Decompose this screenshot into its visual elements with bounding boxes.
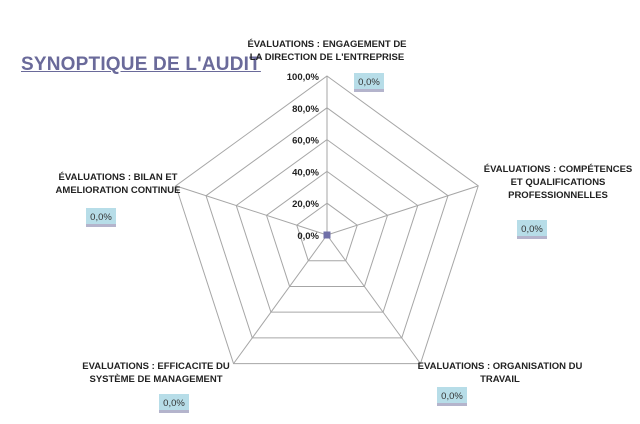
axis-spoke <box>233 234 328 364</box>
category-label: AMELIORATION CONTINUE <box>56 185 181 196</box>
grid-ring <box>235 138 419 313</box>
data-label: 0,0% <box>163 398 185 409</box>
axis-spoke <box>326 234 421 364</box>
category-label: ÉVALUATIONS : ENGAGEMENT DE <box>247 39 406 50</box>
grid-ring <box>175 75 479 365</box>
tick-label: 0,0% <box>297 231 319 242</box>
grid-ring <box>205 107 449 339</box>
grid-ring <box>265 170 389 287</box>
category-label: ÉVALUATIONS : BILAN ET <box>59 172 178 183</box>
category-label: EVALUATIONS : ORGANISATION DU <box>418 361 583 372</box>
tick-label: 20,0% <box>292 199 319 210</box>
data-label-box <box>159 394 189 410</box>
data-label-box <box>437 387 467 403</box>
category-label: ÉVALUATIONS : COMPÉTENCES <box>484 164 633 175</box>
category-label: ET QUALIFICATIONS <box>511 177 606 188</box>
data-point <box>323 231 331 239</box>
data-label-box <box>354 73 384 89</box>
category-label: SYSTÈME DE MANAGEMENT <box>89 374 222 385</box>
tick-label: 40,0% <box>292 167 319 178</box>
data-label: 0,0% <box>90 212 112 223</box>
tick-label: 100,0% <box>287 72 320 83</box>
data-label: 0,0% <box>358 77 380 88</box>
category-label: EVALUATIONS : EFFICACITE DU <box>82 361 230 372</box>
data-label-box <box>517 220 547 236</box>
axis-spoke <box>326 185 479 236</box>
chart-title: SYNOPTIQUE DE L'AUDIT <box>21 54 261 75</box>
data-label: 0,0% <box>521 224 543 235</box>
data-label-box <box>86 208 116 224</box>
category-label: LA DIRECTION DE L'ENTREPRISE <box>250 52 404 63</box>
tick-label: 60,0% <box>292 136 319 147</box>
grid-ring <box>296 202 358 262</box>
axis-spoke <box>175 185 328 236</box>
tick-label: 80,0% <box>292 104 319 115</box>
data-label: 0,0% <box>441 391 463 402</box>
category-label: PROFESSIONNELLES <box>508 190 608 201</box>
category-label: TRAVAIL <box>480 374 520 385</box>
